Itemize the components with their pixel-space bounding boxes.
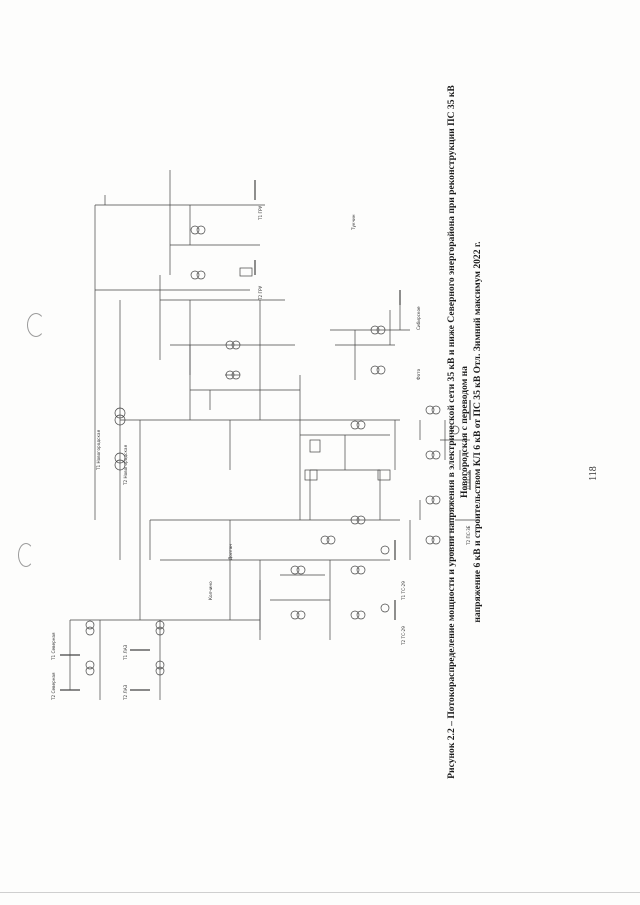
label-sibirskoe: Сибирское: [416, 306, 421, 330]
substation-label-severnaya-t1: Т1 Северная: [51, 632, 56, 661]
substation-label-gru-t1: Т1 ГРУ: [258, 205, 263, 221]
page-number: 118: [587, 466, 599, 481]
figure-caption: Рисунок 2.2 – Потокораспределение мощнос…: [445, 52, 484, 812]
binder-hole-mark: [18, 543, 34, 567]
substation-label-laz-t1: Т1 ЛАЗ: [123, 644, 128, 661]
diagram-labels: Т1 Новогородская Т2 Новогородская Т1 ГРУ…: [51, 205, 471, 701]
binder-hole-mark: [27, 313, 45, 337]
label-kolchino: Колчино: [208, 581, 213, 600]
substation-label-ts29-t2: Т2 ТС-29: [401, 626, 406, 646]
label-tukchin: Тукчин: [351, 214, 356, 231]
substation-label-gru-t2: Т2 ГРУ: [258, 285, 263, 301]
label-dolgan: Долган: [228, 544, 233, 560]
substation-label-ps3e-t1: Т1 ПС-3Е: [466, 470, 471, 491]
transformers: [85, 225, 460, 676]
busbar-ticks: [60, 180, 471, 691]
figure-caption-line-2: напряжение 6 кВ и строительством КЛ 6 кВ…: [472, 241, 483, 623]
figure-caption-line-1: Рисунок 2.2 – Потокораспределение мощнос…: [446, 85, 470, 779]
substation-label-ps3e-t2: Т2 ПС-3Е: [466, 525, 471, 546]
generator-boxes: [239, 267, 391, 481]
scan-edge-line: [0, 892, 640, 893]
diagram-lines: [69, 170, 480, 700]
substation-label-laz-t2: Т2 ЛАЗ: [123, 684, 128, 701]
substation-label-ts29-t1: Т1 ТС-29: [401, 581, 406, 601]
substation-label-novogorodskaya-t2: Т2 Новогородская: [123, 444, 128, 486]
substation-label-novogorodskaya-t1: Т1 Новогородская: [96, 429, 101, 471]
substation-label-severnaya-t2: Т2 Северная: [51, 672, 56, 701]
label-foto: Фото: [416, 368, 421, 380]
